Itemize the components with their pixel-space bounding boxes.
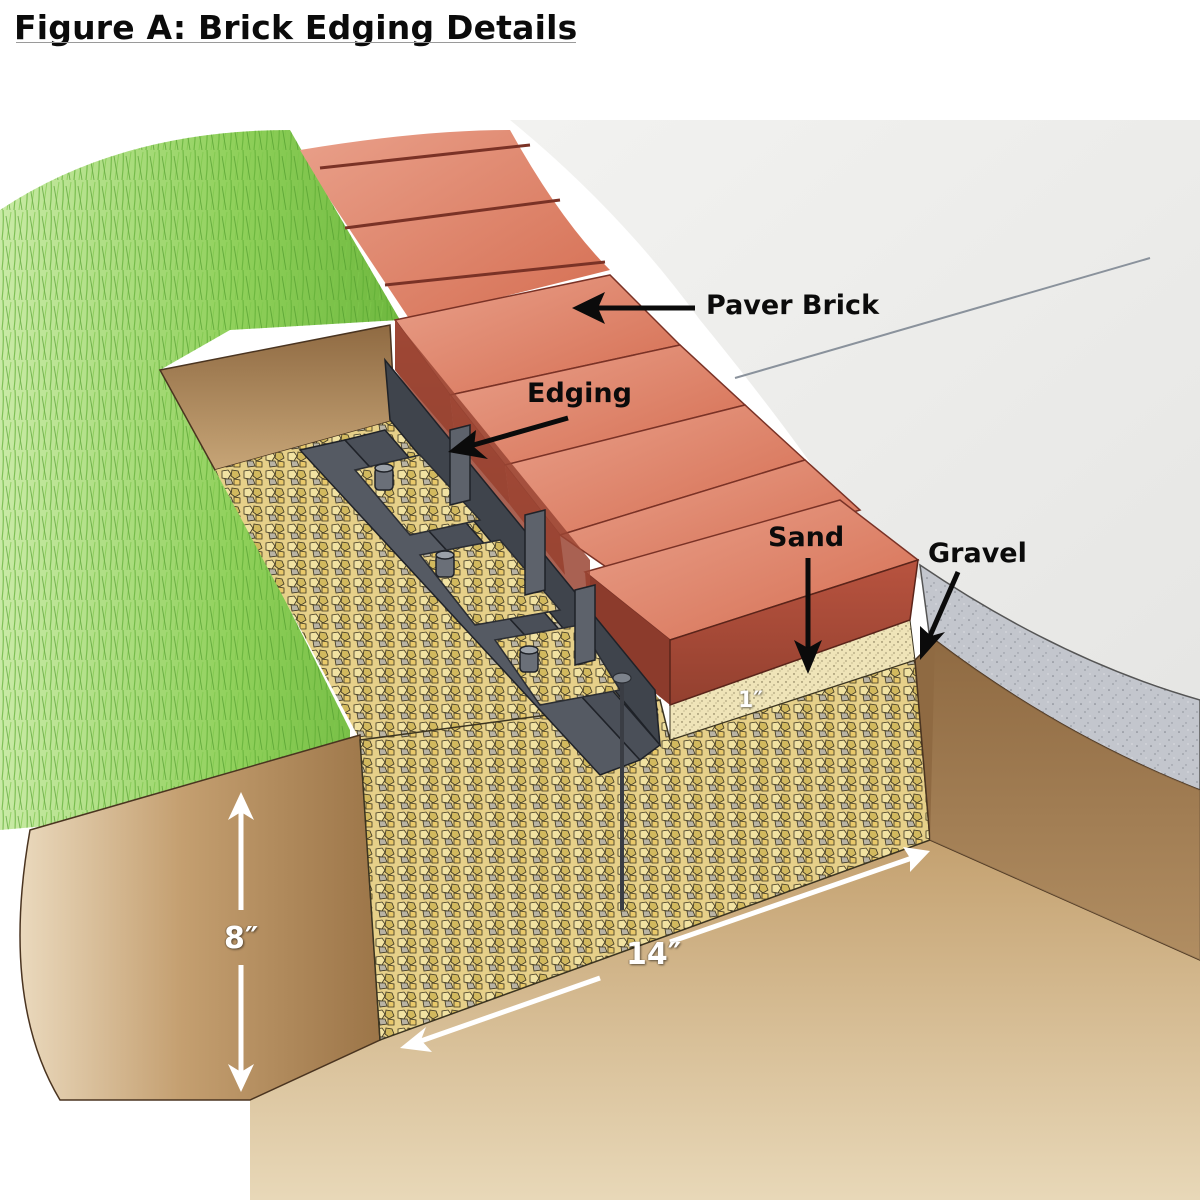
left-soil-wall [19,734,381,1101]
dimension-arrows [228,792,930,1092]
paver-bricks [300,130,920,707]
label-sand: Sand [768,522,845,553]
dimension-trench-width: 14″ [626,937,682,972]
label-arrows [448,292,961,674]
figure-title: Figure A: Brick Edging Details [14,8,578,47]
plastic-edging [298,357,662,776]
spike-nail [612,672,632,910]
label-gravel: Gravel [928,538,1027,569]
concrete-patio [510,120,1200,791]
title-underline [16,42,576,43]
trench-floor [250,840,1200,1200]
dimension-sand-depth: 1″ [738,688,764,713]
label-paver-brick: Paver Brick [706,290,880,321]
label-edging: Edging [527,378,632,409]
dimension-trench-depth: 8″ [224,921,259,956]
lawn [0,130,400,830]
